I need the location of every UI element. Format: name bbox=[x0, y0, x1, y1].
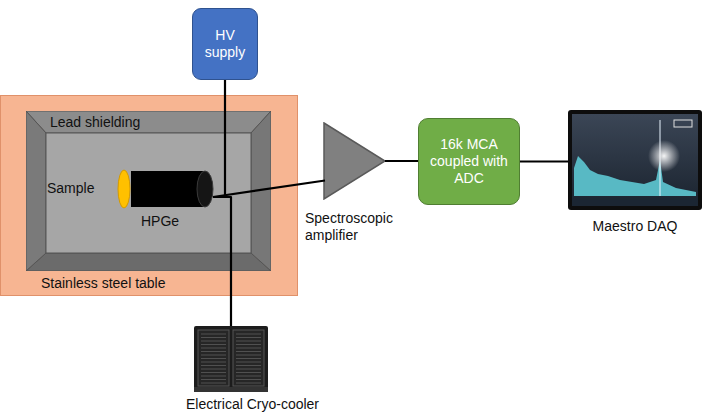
cryo-cooler bbox=[194, 326, 268, 392]
detector-end bbox=[197, 171, 213, 207]
cryo-cooler: Electrical Cryo-cooler bbox=[186, 326, 346, 413]
taskbar bbox=[572, 198, 698, 206]
rack-vent bbox=[236, 383, 261, 384]
rack-vent bbox=[201, 337, 226, 338]
rack-base bbox=[194, 387, 268, 392]
rack-body bbox=[194, 326, 268, 392]
rack-vent bbox=[201, 362, 226, 363]
detector-cylinder bbox=[131, 169, 215, 209]
rack-door bbox=[233, 330, 264, 386]
rack-vent bbox=[236, 341, 261, 342]
rack-vent bbox=[236, 337, 261, 338]
rack-vent bbox=[236, 372, 261, 373]
daq-screen bbox=[568, 110, 702, 210]
rack-vent bbox=[201, 348, 226, 349]
monitor-frame bbox=[568, 110, 702, 210]
cable-line bbox=[385, 160, 418, 162]
rack-vent bbox=[236, 376, 261, 377]
amplifier-symbol: Spectroscopic amplifier bbox=[305, 122, 415, 244]
screen-glare bbox=[648, 140, 680, 172]
rack-vent bbox=[201, 341, 226, 342]
sample-disc: Sample bbox=[47, 167, 131, 211]
rack-vent bbox=[236, 362, 261, 363]
power-supply-box: HV supply bbox=[192, 8, 258, 80]
cable-line bbox=[213, 197, 231, 326]
table-panel: Stainless steel table Lead shieldingSampl… bbox=[0, 95, 298, 296]
node-label: HV supply bbox=[201, 27, 249, 61]
shield-face bbox=[26, 111, 271, 133]
detector-body bbox=[131, 171, 205, 207]
rack-vent bbox=[236, 351, 261, 352]
rack-vent bbox=[201, 334, 226, 335]
node-label: Lead shielding bbox=[26, 111, 271, 131]
rack-vent bbox=[236, 355, 261, 356]
rack-vent bbox=[201, 379, 226, 380]
rack-vent bbox=[201, 383, 226, 384]
shield-face bbox=[26, 253, 271, 271]
rack-vent bbox=[201, 376, 226, 377]
amplifier-symbol bbox=[323, 122, 387, 200]
rack-vent bbox=[201, 369, 226, 370]
cable-line bbox=[213, 181, 325, 198]
rack-vent bbox=[201, 351, 226, 352]
daq-screen: Maestro DAQ bbox=[566, 110, 704, 235]
rack-door bbox=[198, 330, 229, 386]
rack-vent bbox=[236, 379, 261, 380]
shield-face bbox=[26, 111, 46, 271]
screen bbox=[572, 114, 698, 198]
rack-vent bbox=[201, 355, 226, 356]
node-label: Electrical Cryo-cooler bbox=[186, 396, 346, 413]
node-label: Spectroscopic amplifier bbox=[305, 210, 415, 244]
rack-vent bbox=[201, 372, 226, 373]
shield-face bbox=[46, 133, 251, 253]
rack-vent bbox=[236, 344, 261, 345]
rack-vent bbox=[236, 334, 261, 335]
rack-vent bbox=[201, 358, 226, 359]
mca-box: 16k MCA coupled with ADC bbox=[418, 118, 520, 205]
detector-cylinder: HPGe bbox=[131, 169, 215, 230]
cable-line bbox=[213, 80, 225, 197]
rack-vent bbox=[201, 365, 226, 366]
shield-face bbox=[251, 111, 271, 271]
sample-disc bbox=[118, 170, 130, 208]
node-label: Maestro DAQ bbox=[566, 218, 704, 235]
node-label: 16k MCA coupled with ADC bbox=[427, 136, 511, 186]
cable-line bbox=[520, 160, 568, 162]
rack-vent bbox=[236, 358, 261, 359]
shield-box: Lead shieldingSampleHPGe bbox=[26, 111, 271, 271]
screen-box bbox=[674, 120, 692, 127]
rack-vent bbox=[201, 344, 226, 345]
node-label: Stainless steel table bbox=[41, 275, 297, 292]
node-label: Sample bbox=[47, 167, 131, 197]
rack-vent bbox=[236, 365, 261, 366]
sample-disc bbox=[117, 168, 131, 210]
rack-vent bbox=[236, 369, 261, 370]
node-label: HPGe bbox=[141, 213, 215, 230]
amplifier-triangle bbox=[324, 123, 385, 199]
rack-vent bbox=[236, 348, 261, 349]
